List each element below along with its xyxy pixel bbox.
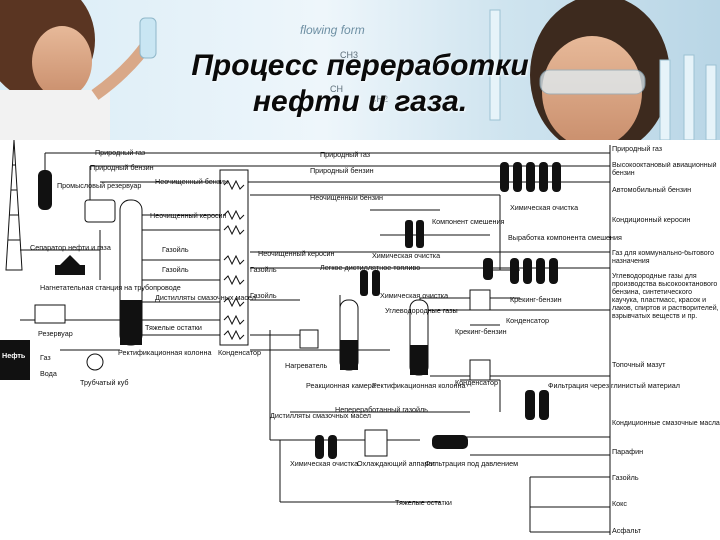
pump-station: [60, 255, 80, 265]
chem-treatment-tanks-1: [500, 162, 561, 192]
product-aviation-benzin: Высокооктановый авиационный бензин: [612, 162, 717, 177]
clay-filtration-tanks: [525, 390, 549, 420]
label-trubchaty-kub: Трубчатый куб: [80, 378, 129, 387]
pump-station-base: [55, 265, 85, 275]
label-neochishchenny-kerosin: Неочищенный керосин: [150, 211, 227, 220]
cooling-apparatus: [364, 429, 388, 457]
label-filtratsiya: Фильтрация через глинистый материал: [548, 381, 680, 390]
separator-vessel: [38, 170, 52, 210]
label-kondensator: Конденсатор: [218, 348, 261, 357]
label-komponent-smesheniya: Компонент смешения: [432, 217, 505, 226]
label-gazoil-2: Газойль: [162, 265, 189, 274]
label-prirodny-gaz-mid: Природный газ: [320, 150, 371, 159]
label-distillaty: Дистилляты смазочных масел: [155, 293, 256, 302]
label-prirodny-gaz-left: Природный газ: [95, 148, 146, 157]
label-khim-ochistka-3: Химическая очистка: [380, 291, 448, 300]
chem-treatment-tanks-5: [315, 435, 337, 459]
condenser-coils: [223, 179, 245, 341]
label-nagnetatelnaya: Нагнетательная станция на трубопроводе: [40, 283, 181, 292]
label-filtratsiya-davleniem: Фильтрация под давлением: [425, 459, 518, 468]
label-khim-ochistka-4: Химическая очистка: [290, 459, 358, 468]
field-reservoir: [84, 199, 116, 223]
product-topochny-mazut: Топочный мазут: [612, 360, 666, 369]
product-asfalt: Асфальт: [612, 526, 642, 535]
product-koks: Кокс: [612, 499, 627, 508]
second-rectification-bottom: [410, 345, 428, 375]
heater: [299, 329, 319, 349]
product-uglevodorodnye: Углеводородные газы для производства выс…: [612, 273, 719, 320]
label-uglevodorodnye: Углеводородные газы: [385, 306, 458, 315]
pressure-filter: [432, 435, 468, 449]
label-tyazhelye-ostatki: Тяжелые остатки: [145, 323, 202, 332]
label-separator: Сепаратор нефти и газа: [30, 243, 111, 252]
label-okhlazhdayushchy: Охлаждающий аппарат: [357, 459, 436, 468]
condenser-2: [469, 289, 491, 311]
label-neft: Нефть: [2, 351, 26, 360]
blending-vessel: [483, 258, 493, 280]
product-kommunalny-gaz: Газ для коммунально-бытового назначения: [612, 250, 714, 265]
label-kreking-benzin: Крекинг-бензин: [510, 295, 562, 304]
label-khim-ochistka-2: Химическая очистка: [372, 251, 440, 260]
tube-still: [86, 353, 104, 371]
title-line-1: Процесс переработки: [191, 49, 529, 82]
banner-formula-ch3: CH3: [340, 50, 358, 60]
label-khim-ochistka-1: Химическая очистка: [510, 203, 578, 212]
label-nepererabotanny: Непереработанный газойль: [335, 405, 428, 414]
label-legkoe-toplivo: Легкое дистиллятное топливо: [320, 263, 420, 272]
label-voda: Вода: [40, 369, 57, 378]
label-neochishchenny-benzin-mid: Неочищенный бензин: [310, 193, 383, 202]
page-title: Процесс переработки нефти и газа.: [0, 48, 720, 120]
banner-formula-ch: CH: [330, 84, 343, 94]
label-gazoil-mid-2: Газойль: [250, 291, 277, 300]
product-gazoil: Газойль: [612, 473, 639, 482]
chem-treatment-tanks-2: [405, 220, 424, 248]
product-kommunalny-gaz-box: Газ для коммунально-бытового назначения: [612, 250, 714, 265]
product-smazochnye: Кондиционные смазочные масла: [612, 420, 720, 427]
label-reaktsionnaya: Реакционная камера: [306, 381, 376, 390]
label-rezervuar: Резервуар: [38, 329, 73, 338]
reaction-chamber-bottom: [340, 340, 358, 370]
label-rektifikatsionnaya: Ректификационная колонна: [372, 381, 465, 390]
oil-tank: [0, 340, 30, 380]
title-line-2: нефти и газа.: [252, 85, 468, 118]
condenser-bank: [219, 169, 249, 346]
product-uglevodorodnye-box: Углеводородные газы для производства выс…: [612, 273, 719, 320]
label-nagrevatel: Нагреватель: [285, 361, 328, 370]
label-prirodny-benzin-left: Природный бензин: [90, 163, 154, 172]
label-neochishchenny-benzin: Неочищенный бензин: [155, 177, 228, 186]
label-vyrabotka: Выработка компонента смешения: [508, 233, 622, 242]
oil-derrick: [5, 140, 23, 271]
label-gaz: Газ: [40, 353, 51, 362]
product-parafin: Парафин: [612, 447, 643, 456]
banner: flowing form CH3 CH CH2 Процесс перерабо…: [0, 0, 720, 140]
rectification-column-bottom: [120, 300, 142, 345]
label-prirodny-benzin-mid: Природный бензин: [310, 166, 374, 175]
condenser-3: [469, 359, 491, 381]
banner-image: flowing form CH3 CH CH2: [0, 0, 720, 140]
product-smazochnye-box: Кондиционные смазочные масла: [612, 420, 720, 427]
label-kreking-benzin-2: Крекинг-бензин: [455, 327, 507, 336]
storage-reservoir: [34, 304, 66, 324]
product-prirodny-gaz: Природный газ: [612, 144, 663, 153]
label-gazoil-mid-1: Газойль: [250, 265, 277, 274]
chem-treatment-tanks-4: [360, 270, 380, 296]
label-promyslovy-rezervuar: Промысловый резервуар: [57, 181, 141, 190]
banner-formula-ch2: CH2: [370, 94, 388, 104]
product-aviation-benzin-box: Высокооктановый авиационный бензин: [612, 162, 717, 177]
label-tyazhelye-ostatki-mid: Тяжелые остатки: [395, 498, 452, 507]
banner-text: flowing form: [300, 23, 365, 37]
label-distillaty-mid: Дистилляты смазочных масел: [270, 411, 371, 420]
label-neochishchenny-kerosin-mid: Неочищенный керосин: [258, 249, 335, 258]
label-gazoil-1: Газойль: [162, 245, 189, 254]
product-kerosin: Кондиционный керосин: [612, 215, 690, 224]
label-kondensator-mid: Конденсатор: [506, 316, 549, 325]
chem-treatment-tanks-3: [510, 258, 558, 284]
label-kondensator-2: Конденсатор: [455, 378, 498, 387]
product-avto-benzin: Автомобильный бензин: [612, 185, 691, 194]
label-rectification-column: Ректификационная колонна: [118, 348, 211, 357]
process-diagram: Природный газ Природный бензин Промыслов…: [0, 140, 720, 535]
